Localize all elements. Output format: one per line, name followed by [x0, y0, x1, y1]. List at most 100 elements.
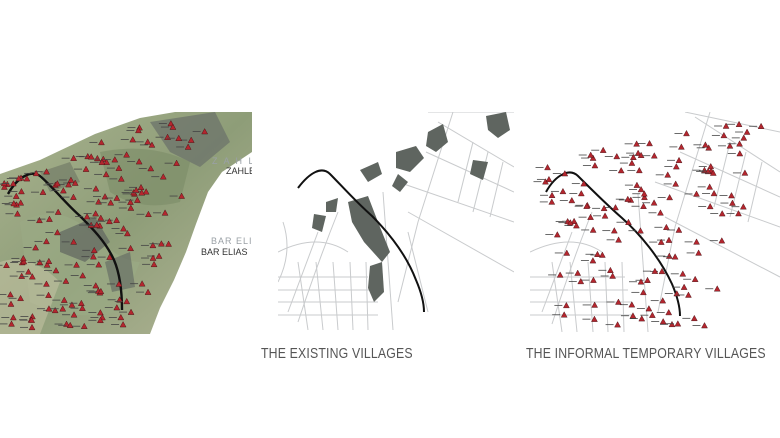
camp-marker	[138, 280, 146, 287]
camp-marker	[644, 276, 651, 283]
camp-marker	[90, 253, 97, 260]
camp-marker	[735, 210, 742, 217]
camp-marker	[580, 180, 588, 187]
camp-marker	[678, 143, 685, 150]
camp-marker	[28, 316, 35, 323]
camp-marker	[9, 180, 17, 187]
camp-marker	[559, 187, 567, 195]
camp-marker	[124, 230, 131, 237]
camp-marker	[129, 136, 137, 143]
highway-line	[297, 169, 425, 313]
camp-marker	[150, 260, 158, 268]
camp-marker	[728, 192, 735, 199]
camp-marker	[609, 272, 616, 279]
camp-marker	[161, 209, 169, 216]
camp-marker	[658, 267, 666, 275]
camp-marker	[736, 150, 744, 157]
camp-marker	[591, 162, 599, 169]
camp-marker	[589, 226, 597, 233]
camp-marker	[672, 163, 680, 170]
camp-marker	[675, 226, 683, 233]
camp-marker	[65, 181, 72, 188]
camp-marker	[613, 153, 621, 160]
camp-marker	[743, 128, 751, 135]
camp-marker	[9, 314, 17, 321]
camp-marker	[17, 199, 25, 206]
camp-marker	[628, 159, 636, 166]
camp-marker	[674, 320, 682, 327]
camp-marker	[92, 185, 100, 192]
camp-marker	[649, 311, 656, 318]
camp-marker	[135, 126, 142, 134]
camp-marker	[45, 305, 53, 312]
camp-marker	[83, 213, 91, 220]
camp-marker	[7, 291, 14, 298]
camp-marker	[1, 183, 8, 190]
informal-villages-caption: THE INFORMAL TEMPORARY VILLAGES	[526, 345, 766, 362]
camp-marker	[144, 288, 152, 295]
camp-marker	[32, 244, 39, 251]
camp-marker	[80, 322, 88, 329]
camp-marker	[675, 156, 683, 163]
camp-marker	[657, 209, 664, 216]
camp-marker	[135, 158, 143, 165]
camp-marker	[637, 186, 645, 193]
camp-marker	[650, 152, 658, 159]
camp-marker	[548, 191, 556, 198]
camp-marker	[629, 312, 637, 319]
camp-marker	[123, 151, 130, 158]
camp-marker	[645, 305, 653, 312]
camp-marker	[45, 257, 53, 264]
camp-marker	[119, 321, 127, 328]
camp-marker	[28, 323, 36, 331]
camp-marker	[633, 140, 640, 147]
camp-marker	[142, 188, 150, 195]
camp-marker	[113, 194, 121, 201]
camp-marker	[671, 253, 679, 260]
camp-marker	[665, 252, 673, 259]
camp-marker	[614, 321, 621, 328]
camp-marker	[573, 222, 580, 229]
camp-marker	[169, 123, 177, 130]
camp-marker	[568, 196, 576, 204]
camp-marker	[590, 276, 597, 283]
camp-marker	[683, 130, 690, 137]
camp-marker	[10, 200, 18, 207]
camp-marker	[62, 277, 70, 284]
camp-marker	[103, 158, 110, 165]
camp-marker	[178, 192, 185, 199]
camp-marker	[127, 198, 134, 205]
camp-marker	[39, 188, 47, 195]
camp-marker	[79, 272, 87, 279]
camp-marker	[117, 175, 125, 182]
camp-marker	[736, 140, 743, 147]
camp-marker	[587, 213, 594, 220]
camp-marker	[149, 241, 157, 249]
camp-marker	[115, 280, 123, 287]
camp-marker	[701, 322, 708, 329]
camp-marker	[757, 122, 765, 129]
camp-marker	[599, 251, 606, 258]
camp-marker	[583, 202, 590, 209]
camp-marker	[45, 291, 52, 298]
camp-marker	[657, 238, 665, 245]
camp-marker	[60, 296, 68, 303]
camp-marker	[87, 153, 95, 160]
informal-villages-map	[530, 112, 780, 332]
camp-marker	[680, 283, 688, 290]
camp-marker	[594, 250, 601, 257]
camp-marker	[159, 173, 167, 180]
camp-marker	[73, 261, 80, 268]
camp-marker	[94, 154, 101, 162]
camp-marker	[67, 176, 75, 183]
bar-elias-label: BAR ELIAS	[201, 247, 248, 257]
camp-marker	[548, 198, 556, 205]
camp-marker	[36, 258, 44, 266]
bar-elias-ghost-label: BAR ELIAS	[211, 236, 252, 246]
camp-marker	[740, 134, 748, 141]
camp-marker	[137, 183, 145, 191]
camp-marker	[54, 180, 61, 187]
camp-marker	[120, 225, 127, 232]
camp-marker	[18, 188, 25, 195]
camp-marker	[570, 217, 578, 224]
